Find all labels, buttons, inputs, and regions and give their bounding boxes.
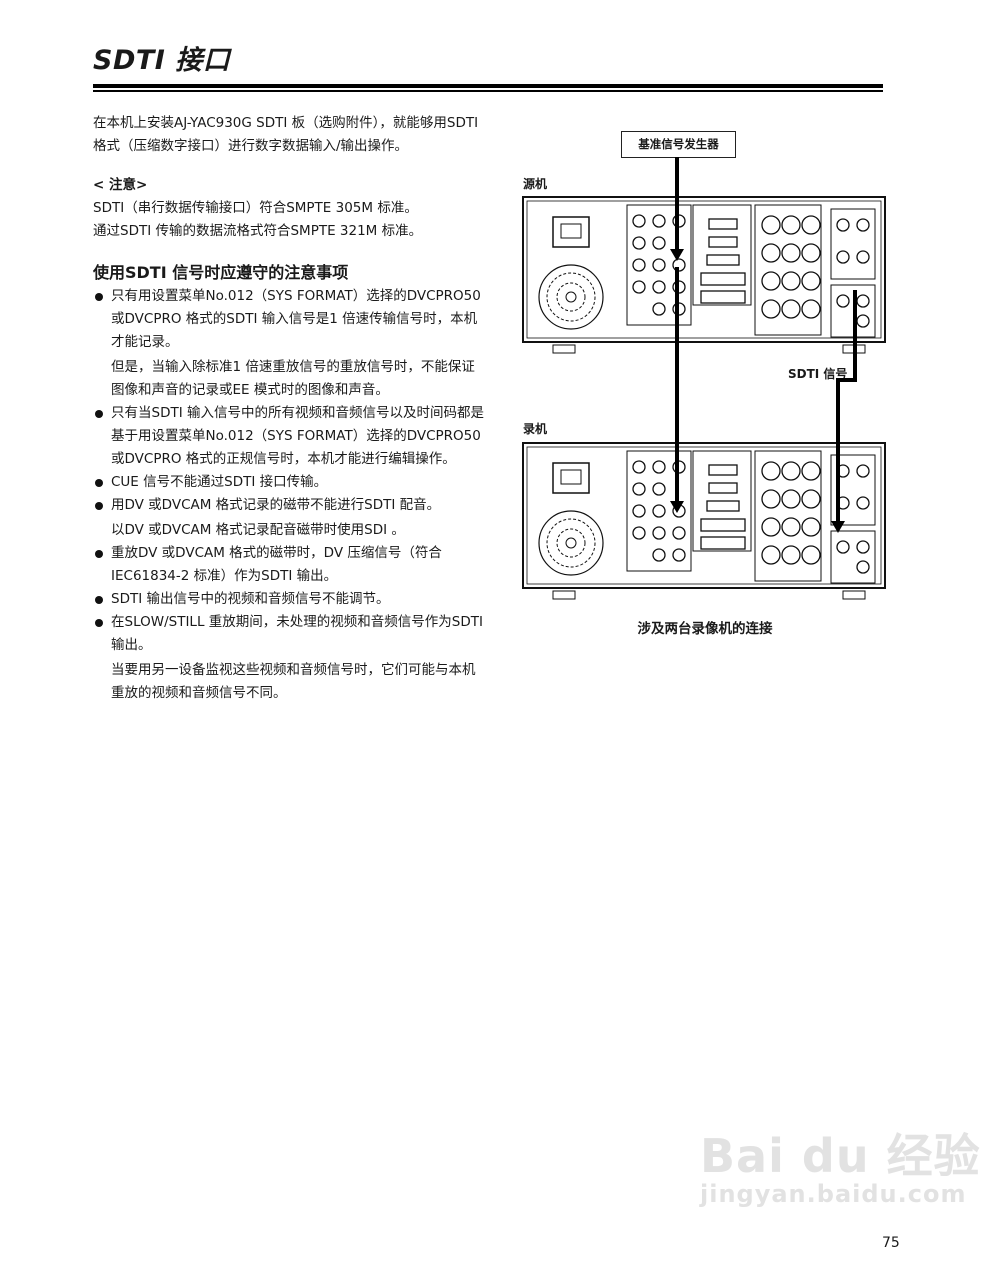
- vtr-rear-panels-icon: [522, 157, 886, 600]
- note-line: 通过SDTI 传输的数据流格式符合SMPTE 321M 标准。: [93, 223, 423, 239]
- bullet-icon: [95, 293, 103, 301]
- precautions-list: 只有用设置菜单No.012（SYS FORMAT）选择的DVCPRO50 或DV…: [93, 285, 485, 705]
- sdti-signal-label: SDTI 信号: [788, 367, 848, 381]
- bullet-icon: [95, 619, 103, 627]
- list-item: SDTI 输出信号中的视频和音频信号不能调节。: [93, 588, 485, 611]
- header-rule-thick: [93, 84, 883, 88]
- list-item: CUE 信号不能通过SDTI 接口传输。: [93, 471, 485, 494]
- list-item: 重放DV 或DVCAM 格式的磁带时，DV 压缩信号（符合IEC61834-2 …: [93, 542, 485, 588]
- list-item: 只有用设置菜单No.012（SYS FORMAT）选择的DVCPRO50 或DV…: [93, 285, 485, 402]
- list-item: 在SLOW/STILL 重放期间，未处理的视频和音频信号作为SDTI 输出。当要…: [93, 611, 485, 705]
- text-column: 在本机上安装AJ-YAC930G SDTI 板（选购附件），就能够用SDTI 格…: [93, 112, 485, 705]
- page-title: SDTI 接口: [93, 45, 231, 76]
- source-vtr-label: 源机: [523, 177, 548, 191]
- bullet-icon: [95, 502, 103, 510]
- bullet-icon: [95, 479, 103, 487]
- note-heading: < 注意>: [93, 177, 148, 193]
- bullet-icon: [95, 410, 103, 418]
- bullet-icon: [95, 550, 103, 558]
- baidu-watermark: Bai du 经验 jingyan.baidu.com: [700, 1129, 981, 1208]
- list-item: 用DV 或DVCAM 格式记录的磁带不能进行SDTI 配音。以DV 或DVCAM…: [93, 494, 485, 542]
- note-line: SDTI（串行数据传输接口）符合SMPTE 305M 标准。: [93, 200, 418, 216]
- reference-generator-box: 基准信号发生器: [621, 131, 736, 158]
- list-item: 只有当SDTI 输入信号中的所有视频和音频信号以及时间码都是基于用设置菜单No.…: [93, 402, 485, 471]
- precautions-heading: 使用SDTI 信号时应遵守的注意事项: [93, 263, 349, 282]
- recorder-vtr-label: 录机: [523, 422, 548, 436]
- connection-diagram: 基准信号发生器 源机 录机 SDTI 信号: [520, 125, 890, 645]
- page-number: 75: [882, 1235, 900, 1251]
- bullet-icon: [95, 596, 103, 604]
- intro-paragraph: 在本机上安装AJ-YAC930G SDTI 板（选购附件），就能够用SDTI 格…: [93, 115, 479, 154]
- figure-caption: 涉及两台录像机的连接: [637, 621, 773, 637]
- header-rule-thin: [93, 90, 883, 92]
